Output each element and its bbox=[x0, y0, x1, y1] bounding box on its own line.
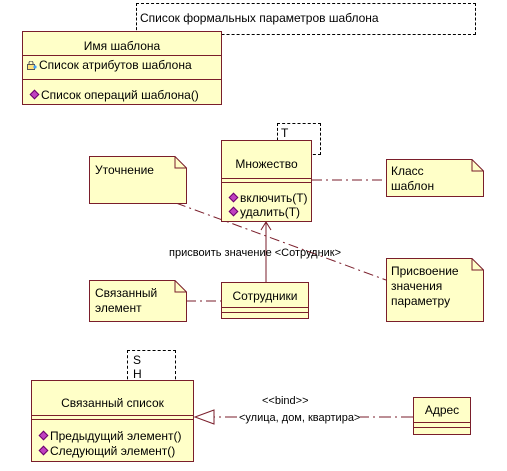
assign-note-line1: Присвоение bbox=[391, 264, 459, 278]
linked-list-class-name: Связанный список bbox=[61, 396, 164, 410]
class-template-note[interactable] bbox=[386, 159, 484, 197]
linked-list-op-next: Следующий элемент() bbox=[50, 444, 176, 458]
template-operations: Список операций шаблона() bbox=[41, 88, 199, 102]
set-class[interactable]: Множество включить(T) удалить(T) bbox=[221, 140, 312, 222]
template-class-name: Имя шаблона bbox=[83, 39, 161, 53]
set-op-remove: удалить(T) bbox=[240, 205, 301, 219]
operation-icon bbox=[38, 445, 49, 456]
assign-value-note[interactable] bbox=[386, 258, 484, 322]
address-class-name: Адрес bbox=[424, 403, 460, 417]
operation-icon bbox=[228, 192, 239, 203]
linked-list-class[interactable]: Связанный список Предыдущий элемент() Сл… bbox=[31, 380, 194, 462]
bound-element-note-line1: Связанный bbox=[95, 286, 158, 300]
employees-class-name: Сотрудники bbox=[232, 289, 298, 303]
assign-note-line3: параметру bbox=[391, 294, 451, 308]
refinement-dashed-line bbox=[175, 202, 387, 281]
operation-icon bbox=[228, 206, 239, 217]
template-attributes: Список атрибутов шаблона bbox=[39, 58, 192, 72]
bind-label: присвоить значение <Сотрудник> bbox=[169, 247, 342, 259]
operation-icon bbox=[38, 430, 49, 441]
operation-icon bbox=[29, 89, 40, 100]
set-class-name: Множество bbox=[235, 157, 298, 171]
bound-element-note[interactable] bbox=[89, 280, 187, 322]
address-class[interactable]: Адрес bbox=[413, 397, 471, 435]
class-template-note-line2: шаблон bbox=[391, 179, 435, 193]
linked-list-param-h: H bbox=[133, 367, 142, 381]
linked-list-op-prev: Предыдущий элемент() bbox=[50, 429, 182, 443]
employees-class[interactable]: Сотрудники bbox=[221, 282, 309, 319]
bind-dependency-arrowhead bbox=[260, 221, 272, 231]
bind-stereotype-label: <<bind>> bbox=[262, 395, 309, 407]
template-params-label: Список формальных параметров шаблона bbox=[140, 11, 379, 25]
assign-note-line2: значения bbox=[391, 279, 443, 293]
set-param-label: T bbox=[281, 126, 289, 140]
template-params-box: Список формальных параметров шаблона bbox=[136, 3, 476, 35]
template-class[interactable]: Имя шаблона Список атрибутов шаблона Спи… bbox=[22, 31, 222, 105]
bound-element-note-line2: элемент bbox=[95, 301, 142, 315]
linked-list-param-s: S bbox=[133, 353, 142, 367]
bind-args-label: <улица, дом, квартира> bbox=[239, 411, 361, 425]
class-template-note-line1: Класс bbox=[391, 164, 424, 178]
bind-realization-arrowhead bbox=[193, 409, 215, 425]
refinement-note-text: Уточнение bbox=[95, 163, 154, 177]
refinement-note[interactable] bbox=[89, 156, 187, 204]
attribute-lock-icon bbox=[27, 61, 37, 70]
set-op-include: включить(T) bbox=[240, 191, 308, 205]
